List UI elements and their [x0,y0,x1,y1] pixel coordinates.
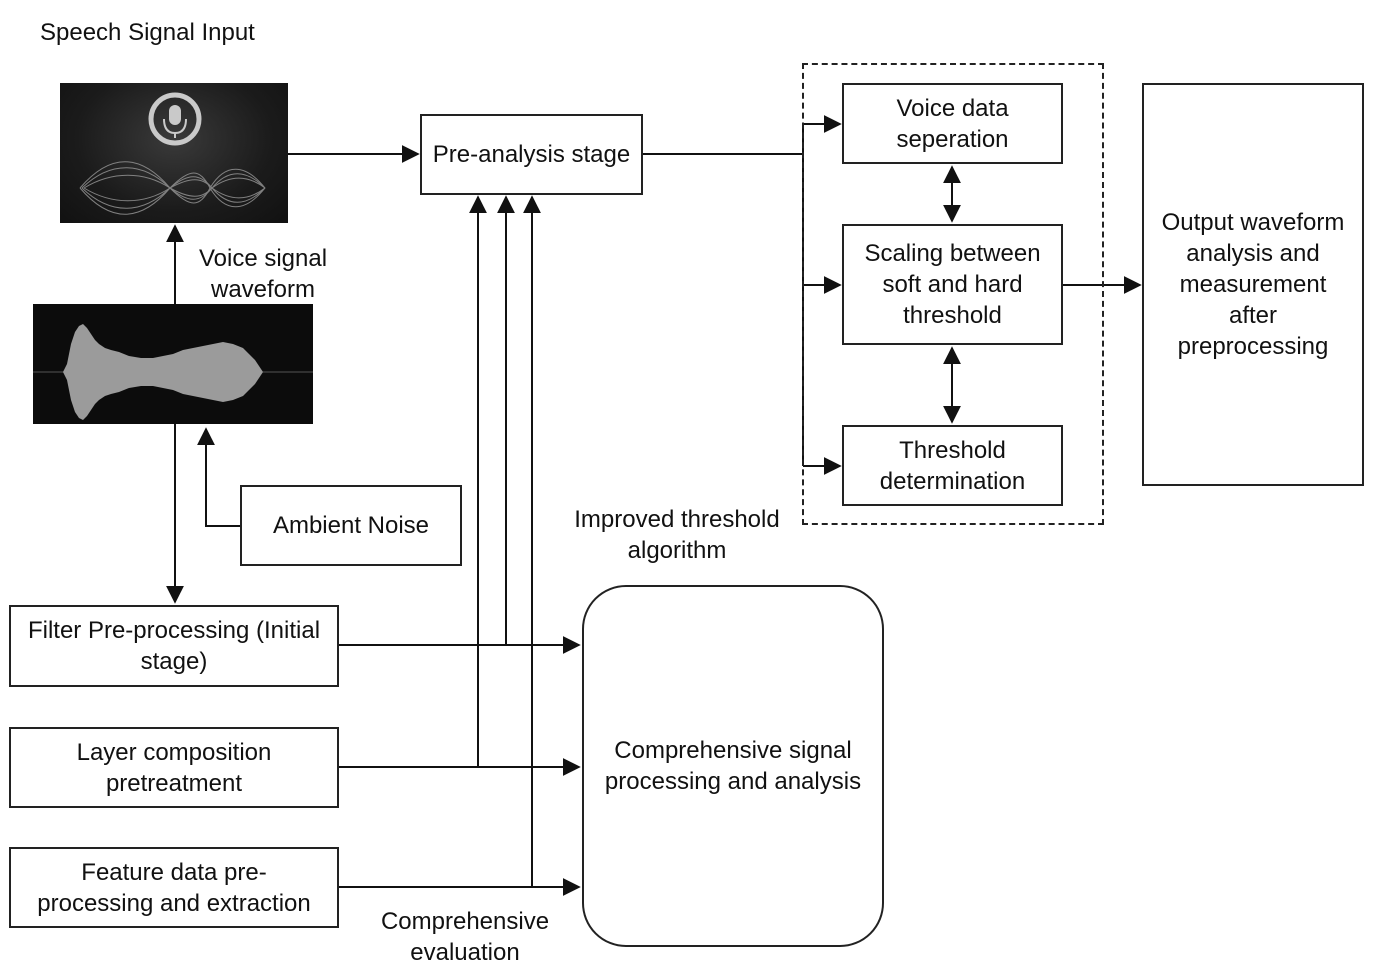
speech-input-image [60,83,288,223]
ambient-noise-box: Ambient Noise [240,485,462,566]
threshold-determination-box: Threshold determination [842,425,1063,506]
improved-threshold-group [802,63,1104,525]
voice-separation-label: Voice data seperation [896,94,1009,153]
pre-analysis-stage-box: Pre-analysis stage [420,114,643,195]
scaling-threshold-box: Scaling between soft and hard threshold [842,224,1063,345]
scaling-threshold-label: Scaling between soft and hard threshold [864,240,1041,329]
voice-separation-box: Voice data seperation [842,83,1063,164]
layer-composition-box: Layer composition pretreatment [9,727,339,808]
waveform-image [33,304,313,424]
microphone-icon [148,92,202,146]
speech-input-label: Speech Signal Input [40,19,255,46]
improved-threshold-label: Improved threshold algorithm [574,506,780,564]
filter-preprocessing-label: Filter Pre-processing (Initial stage) [27,617,321,675]
layer-composition-label: Layer composition pretreatment [76,738,272,797]
output-waveform-box: Output waveform analysis and measurement… [1142,83,1364,486]
comprehensive-signal-box: Comprehensive signal processing and anal… [582,585,884,947]
feature-data-box: Feature data pre- processing and extract… [9,847,339,928]
comprehensive-signal-label: Comprehensive signal processing and anal… [604,737,862,795]
threshold-determination-label: Threshold determination [879,436,1026,495]
comprehensive-evaluation-label: Comprehensive evaluation [380,908,550,966]
voice-waveform-label: Voice signal waveform [198,245,328,303]
output-waveform-label: Output waveform analysis and measurement… [1161,209,1345,360]
arrow-noise-to-waveform [197,427,240,527]
ambient-noise-label: Ambient Noise [272,512,430,539]
feature-data-label: Feature data pre- processing and extract… [37,858,311,917]
filter-preprocessing-box: Filter Pre-processing (Initial stage) [9,605,339,687]
pre-analysis-label: Pre-analysis stage [432,141,631,168]
